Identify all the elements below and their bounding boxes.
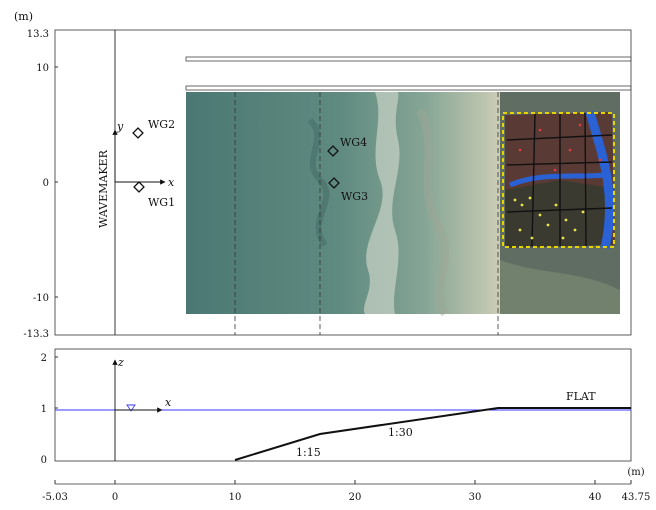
svg-text:WG2: WG2 — [148, 118, 175, 131]
wave-gauge-wg1: WG1 — [133, 181, 175, 209]
bathymetry-profile — [234, 407, 631, 461]
svg-text:1: 1 — [41, 404, 47, 415]
profile-x-label: x — [165, 396, 172, 409]
x-tick-minus5.03: -5.03 — [42, 492, 68, 503]
y-tick-0: 0 — [43, 178, 49, 189]
svg-text:WG3: WG3 — [341, 190, 368, 203]
profile-z-label: z — [117, 356, 124, 369]
x-tick-20: 20 — [349, 492, 362, 503]
x-tick-10: 10 — [229, 492, 242, 503]
y-tick-minus10: -10 — [33, 293, 49, 304]
wave-gauge-wg2: WG2 — [132, 118, 175, 139]
plan-x-label: x — [168, 176, 175, 189]
aerial-photo — [186, 92, 620, 317]
svg-text:WG1: WG1 — [148, 196, 175, 209]
profile-view-frame — [54, 348, 632, 462]
x-tick-30: 30 — [469, 492, 482, 503]
plan-y-label: y — [116, 120, 124, 133]
wave-gauge-wg4: WG4 — [327, 136, 367, 157]
water-level-symbol — [126, 404, 136, 412]
slope-label-1-15: 1:15 — [296, 446, 321, 459]
plan-y-ticks: 13.3 10 0 -10 -13.3 — [23, 29, 58, 340]
x-axis: -5.03 0 10 20 30 40 43.75 (m) — [42, 467, 650, 503]
profile-y-ticks: 2 1 0 — [41, 353, 58, 466]
section-lines — [234, 92, 499, 335]
y-tick-10: 10 — [36, 63, 49, 74]
x-tick-40: 40 — [589, 492, 602, 503]
x-tick-0: 0 — [112, 492, 118, 503]
y-tick-minus13.3: -13.3 — [23, 329, 49, 340]
slope-label-1-30: 1:30 — [388, 426, 413, 439]
wave-gauge-wg3: WG3 — [328, 177, 368, 203]
town-outline — [502, 112, 615, 248]
flat-label: FLAT — [566, 390, 596, 403]
svg-text:WG4: WG4 — [340, 136, 367, 149]
plan-view-unit: (m) — [14, 10, 33, 23]
y-tick-13.3: 13.3 — [27, 29, 49, 40]
svg-text:2: 2 — [41, 353, 47, 364]
x-axis-unit: (m) — [627, 467, 644, 478]
wavemaker-label: WAVEMAKER — [97, 149, 110, 228]
svg-text:0: 0 — [41, 455, 47, 466]
side-walls — [185, 56, 632, 91]
x-tick-43.75: 43.75 — [622, 492, 651, 503]
